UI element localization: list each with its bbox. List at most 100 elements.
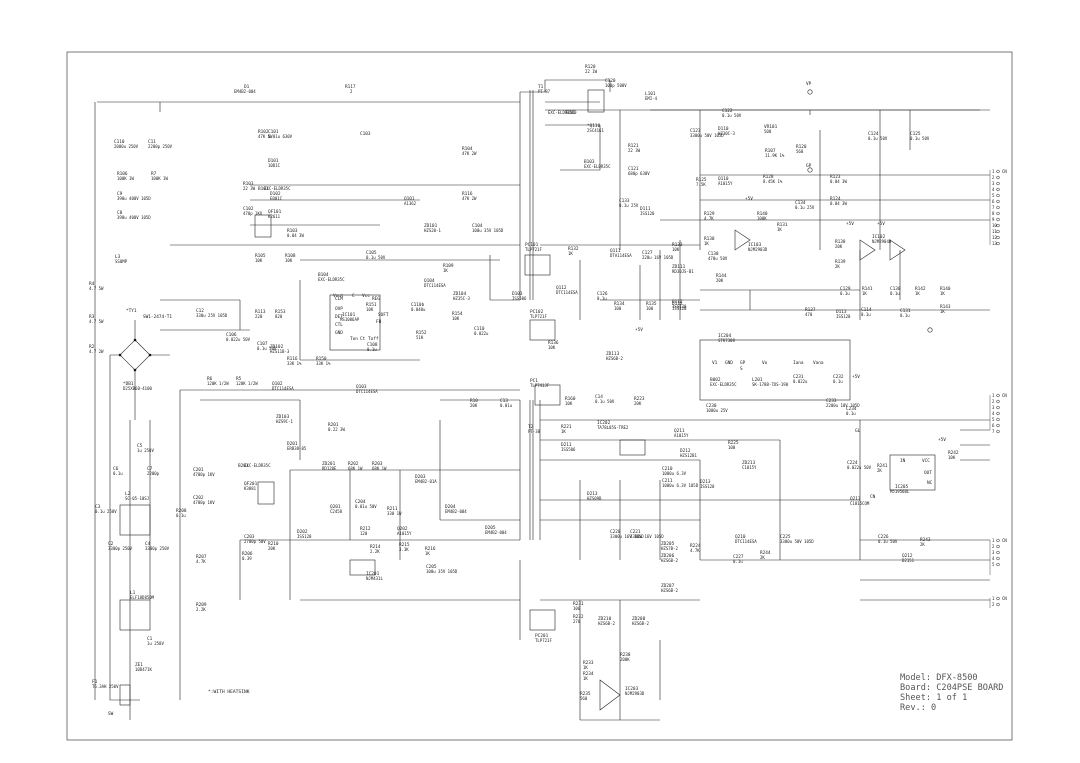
label-r140b-val: 1K [940, 291, 945, 296]
label-q112-val: DTC114ESA [556, 290, 578, 295]
label-r235-val: 560 [580, 696, 588, 701]
label-r235: R235 [580, 691, 591, 697]
label-r243: R243 [920, 537, 931, 543]
label-q201-val: C2458 [330, 509, 343, 514]
label-r2-val: 4.7 2W [89, 349, 104, 354]
label-ty1: *TY1 [126, 308, 137, 314]
label-c9-val: 390u 400V 105D [117, 196, 151, 201]
label-q213: Q213 [850, 496, 861, 502]
ic103-opamp [734, 229, 751, 251]
cn102-pin-marker [996, 187, 1000, 192]
label-zd101-val: HZS20-1 [424, 228, 441, 233]
label-d112b-val: ISS120 [672, 304, 687, 309]
label-c124: C124 [868, 131, 879, 137]
label-d110: D110 [718, 126, 729, 132]
label-r203-val: 68K 1W [372, 466, 387, 471]
cn203-pin-marker [996, 556, 1000, 561]
cn102-pin-marker [996, 169, 1000, 174]
label-r238-val: 200K [620, 657, 630, 662]
label-q213-val: C1815COM [850, 501, 870, 506]
label-gnd: GND [725, 360, 733, 366]
label-ze1-val: 10D471K [135, 667, 152, 672]
label-c102: C102 [243, 206, 254, 212]
heatsink-note: *:WITH HEATSINK [208, 689, 250, 695]
label-q103-val: DTC114ESA [356, 389, 378, 394]
title-model: Model: DFX-8500 [900, 673, 978, 683]
label-c230: C230 [706, 403, 717, 409]
ic204-box [699, 339, 851, 401]
label-q101-val: A1362 [404, 201, 417, 206]
label-r231: R231 [573, 601, 584, 607]
label-c134-val: 0.1u 25V [795, 205, 815, 210]
label-t1: T1 [538, 84, 544, 90]
label-r109: R109 [443, 263, 454, 269]
label-r130-val: 1K [704, 241, 709, 246]
label-r107: R107 [765, 148, 776, 154]
label-r105: R105 [255, 253, 266, 259]
label-qf201-val: K3881 [244, 486, 257, 491]
label-c105-val: 0.1u 50V [366, 255, 386, 260]
label-c102-val: 470p 1KV [243, 211, 263, 216]
label-r116: R116 [462, 191, 473, 197]
label-r215-val: 3.3K [399, 547, 409, 552]
cn202-pin-label: 2 [992, 399, 995, 404]
label-q111: Q111 [610, 248, 621, 254]
label-r5: R5 [236, 376, 242, 382]
label-c14: C14 [595, 394, 603, 400]
label-r223: R223 [634, 396, 645, 402]
label-zd103: ZD103 [276, 414, 290, 420]
label-c4-val: 3300p 250V [145, 546, 170, 551]
label-r152-val: 51K [416, 335, 424, 340]
label-d213-val: HZS09B [587, 496, 602, 501]
label-c107-val: 0.1u 50V [257, 346, 277, 351]
label-r212-val: 120 [360, 531, 368, 536]
vp-test-point [807, 89, 813, 95]
label-r105-val: 10K [255, 258, 263, 263]
cn203-pin-label: 4 [992, 556, 995, 561]
cn202-pin-label: 1 [992, 393, 995, 398]
label-zd210: ZD210 [598, 616, 612, 622]
label-c126: C126 [597, 291, 608, 297]
label-c211-val: 1000u 6.3V 105D [662, 483, 699, 488]
cn202-pin-label: 3 [992, 405, 995, 410]
label-plus5v4: +5V [635, 327, 643, 333]
label-r104-val: 47K 2W [462, 151, 477, 156]
label-pc1: PC1 [530, 378, 538, 384]
label-r125: R125 [696, 177, 707, 183]
label-c226-val: 0.1u 50V [878, 539, 898, 544]
label-c11-val: 2200p 250V [148, 144, 173, 149]
label-ic103-val: NJM2903D [748, 247, 768, 252]
label-q102: Q102 [272, 381, 283, 387]
label-db1-val: D25XB60-4100 [123, 386, 152, 391]
label-r138: R138 [835, 239, 846, 245]
label-c123-val: 3300u 50V 105D [690, 133, 724, 138]
label-r142: R142 [915, 286, 926, 292]
label-ic201: IC201 [366, 571, 380, 577]
label-r3: R3 [89, 314, 95, 320]
label-r7: R7 [151, 171, 157, 177]
cn102-pin-marker [996, 229, 1000, 234]
cn202-pin-marker [996, 405, 1000, 410]
ic201-box [349, 559, 376, 576]
label-ic-det: DET [335, 314, 343, 320]
label-c2: C2 [108, 541, 114, 547]
label-r211-val: 330 1W [387, 511, 402, 516]
label-r140: R140 [757, 211, 768, 217]
label-c110-val: 2000u 250V [114, 144, 139, 149]
cn204-pin-label: 2 [992, 602, 995, 607]
label-c101: C101 [268, 129, 279, 135]
db1-node-minus [133, 368, 137, 372]
label-d113-val: ISS120 [836, 314, 851, 319]
label-t2-val: PT-38 [528, 429, 541, 434]
label-q202: Q202 [397, 526, 408, 532]
label-r103: R103 [243, 181, 254, 187]
label-r143-val: 1K [940, 309, 945, 314]
label-r128: R128 [763, 174, 774, 180]
label-r232: R232 [573, 614, 584, 620]
label-r224-val: 4.7K [690, 548, 700, 553]
label-d201-val: ERB38-05 [287, 446, 307, 451]
label-c232: C232 [833, 374, 844, 380]
label-r216: R216 [425, 546, 436, 552]
label-r130: R130 [704, 236, 715, 242]
label-r108-val: 10K [285, 258, 293, 263]
